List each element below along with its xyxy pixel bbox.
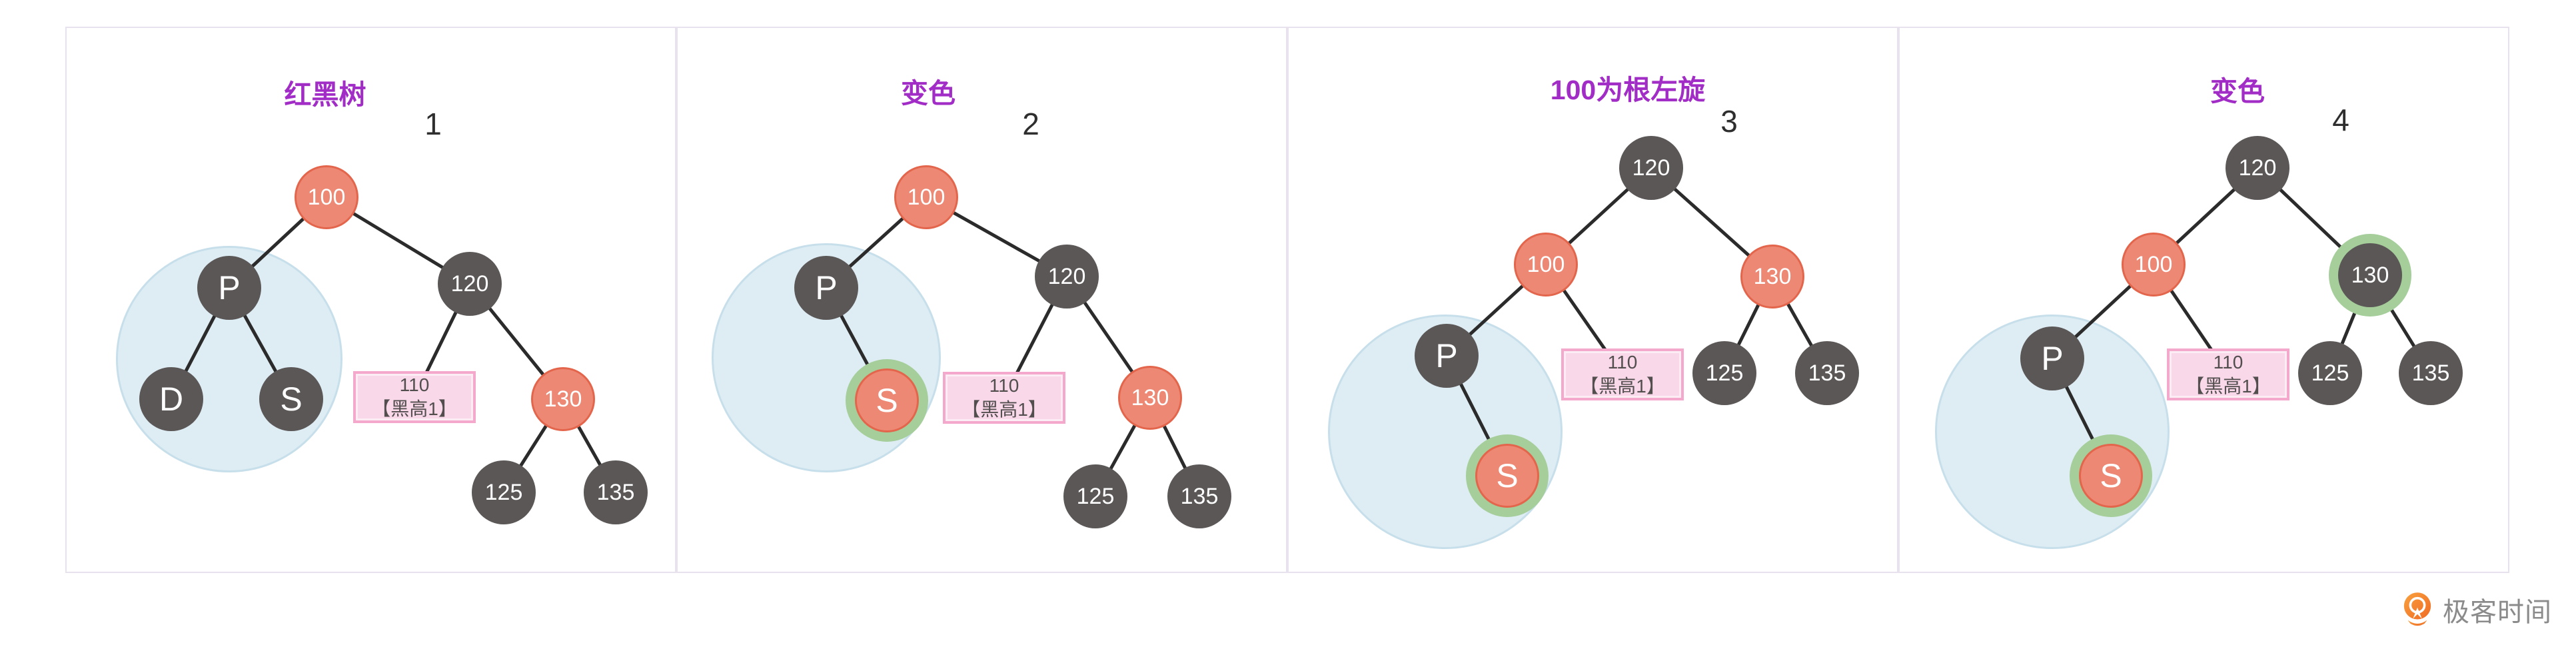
note-black-height: 【黑高1】 — [962, 399, 1047, 420]
tree-node-S: S — [2079, 444, 2143, 508]
tree-node-P: P — [794, 256, 858, 320]
tree-node-125: 125 — [472, 460, 536, 524]
note-black-height: 【黑高1】 — [1580, 376, 1665, 396]
note-value: 110 — [1607, 351, 1638, 372]
tree-node-130: 130 — [1740, 245, 1804, 309]
black-height-note: 110 【黑高1】 — [1561, 348, 1684, 400]
note-value: 110 — [399, 374, 430, 395]
note-value: 110 — [2213, 351, 2244, 372]
black-height-note: 110 【黑高1】 — [353, 371, 476, 423]
tree-node-135: 135 — [1795, 341, 1859, 405]
tree-node-P: P — [197, 256, 261, 320]
tree-node-100: 100 — [894, 165, 958, 229]
panel-title: 变色 — [901, 78, 956, 109]
tree-node-100: 100 — [1514, 233, 1578, 297]
tree-node-135: 135 — [584, 460, 648, 524]
tree-node-125: 125 — [1063, 464, 1127, 528]
tree-node-120: 120 — [1619, 136, 1683, 200]
step-number: 1 — [424, 107, 442, 141]
tree-node-130: 130 — [2338, 243, 2402, 307]
black-height-note: 110 【黑高1】 — [943, 372, 1065, 424]
tree-node-S: S — [1475, 444, 1539, 508]
note-value: 110 — [989, 374, 1019, 396]
step-number: 3 — [1720, 104, 1738, 139]
tree-node-135: 135 — [1167, 464, 1231, 528]
step-number: 2 — [1022, 107, 1039, 141]
tree-node-125: 125 — [1692, 341, 1756, 405]
note-black-height: 【黑高1】 — [2186, 376, 2271, 396]
tree-node-S: S — [259, 367, 323, 431]
tree-node-120: 120 — [438, 252, 502, 316]
tree-node-D: D — [139, 367, 203, 431]
panel-title: 变色 — [2210, 76, 2265, 107]
note-black-height: 【黑高1】 — [372, 398, 457, 419]
black-height-note: 110 【黑高1】 — [2167, 348, 2289, 400]
tree-node-P: P — [2020, 326, 2084, 390]
tree-node-130: 130 — [531, 367, 595, 431]
tree-node-S: S — [855, 368, 919, 432]
tree-node-125: 125 — [2298, 341, 2362, 405]
step-number: 4 — [2332, 103, 2349, 137]
tree-node-120: 120 — [2226, 136, 2289, 200]
tree-node-100: 100 — [295, 165, 358, 229]
tree-node-135: 135 — [2399, 341, 2463, 405]
tree-node-130: 130 — [1118, 366, 1182, 430]
tree-node-P: P — [1415, 324, 1479, 388]
panel-title: 红黑树 — [284, 79, 366, 110]
tree-node-100: 100 — [2122, 233, 2186, 297]
panel-title: 100为根左旋 — [1550, 75, 1706, 105]
tree-node-120: 120 — [1035, 245, 1099, 309]
logo-text: 极客时间 — [2443, 598, 2552, 627]
geektime-logo: 极客时间 — [2399, 590, 2552, 629]
geektime-logo-icon — [2403, 592, 2431, 626]
